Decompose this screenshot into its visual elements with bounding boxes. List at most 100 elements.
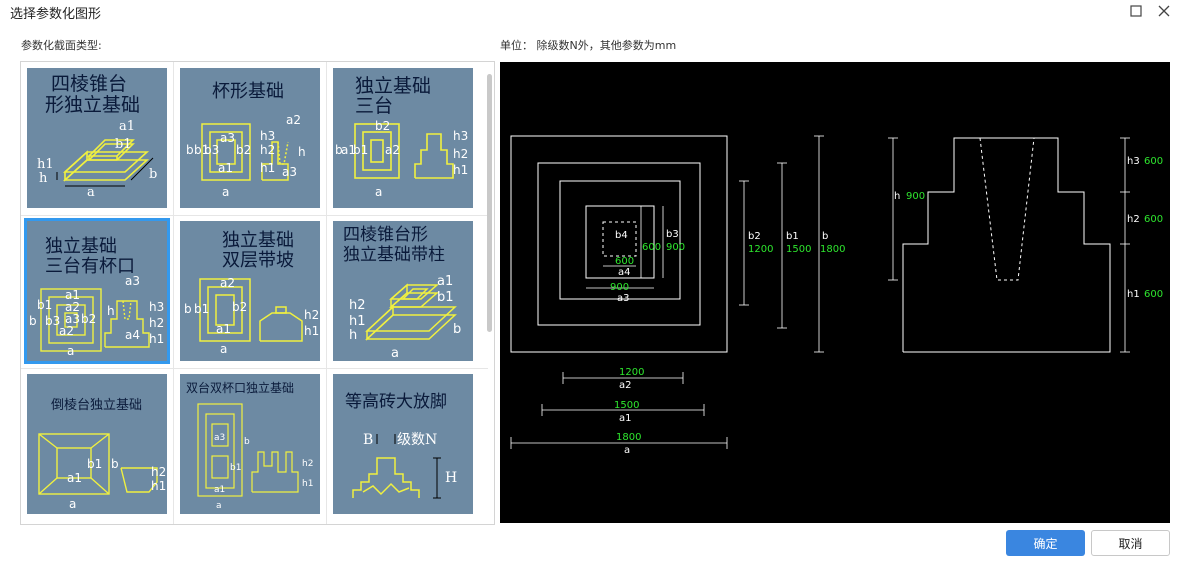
dim-label: a2: [220, 276, 235, 290]
dim-label: h: [39, 171, 48, 186]
dim-label: b1: [87, 457, 102, 471]
dim-label: a1: [437, 274, 453, 289]
dim-label: a2: [286, 113, 301, 127]
dim-label: a1: [65, 288, 80, 302]
pyramid-footing-with-column-diagram: a1 b1 h2 h1 h a b: [349, 274, 461, 361]
cad-drawing: b4 600 b3 900 b2 1200 b1 1500 b 1800 600…: [510, 135, 1163, 456]
dim-label: h1: [453, 163, 468, 177]
dim-label: a2: [385, 143, 400, 157]
tile-title: 独立基础带柱: [343, 245, 445, 265]
dim-label: h2: [349, 298, 366, 313]
dim-label: a1: [67, 471, 82, 485]
tile-pyramid-footing-with-column[interactable]: a1 b1 h2 h1 h a b 四棱锥台形 独立基础带柱: [333, 221, 473, 361]
close-button[interactable]: [1149, 0, 1179, 22]
dim-label: b2: [375, 119, 390, 133]
shape-gallery: a1 b1 h1 h a b 四棱锥台 形独立基础 a2 b3 a3 b2 a1…: [20, 61, 495, 525]
gallery-scrollbar[interactable]: [487, 74, 492, 332]
dim-label: b1: [37, 298, 52, 312]
pyramid-footing-diagram: a1 b1 h1 h a b: [37, 119, 157, 200]
tile-title: 等高砖大放脚: [345, 392, 447, 412]
tile-title: 独立基础: [45, 236, 117, 257]
dim-label: a: [220, 342, 227, 356]
plan-outline-a4: [602, 221, 637, 257]
dim-label: h2: [304, 308, 319, 322]
tile-cup-footing[interactable]: a2 b3 a3 b2 a1 b1 b a h3 h2 h1 h a3 杯形基础: [180, 68, 320, 208]
dim-label: h2: [149, 316, 164, 330]
dim-name-h2: h2: [1127, 214, 1140, 225]
dim-label: b: [184, 302, 192, 316]
dim-label: h1: [302, 479, 313, 489]
maximize-icon: [1130, 5, 1142, 17]
dim-label: a3: [220, 131, 235, 145]
cad-preview: b4 600 b3 900 b2 1200 b1 1500 b 1800 600…: [500, 62, 1170, 523]
dim-value-b1: 1500: [786, 244, 811, 255]
dim-label: h1: [349, 314, 366, 329]
tile-title: 倒棱台独立基础: [51, 398, 143, 413]
dim-name-b4: b4: [615, 230, 628, 241]
dim-label: a3: [214, 433, 225, 443]
grid-divider: [21, 368, 488, 369]
dim-label: a: [69, 497, 76, 511]
tile-three-step-cup-footing[interactable]: a3 a1 a2 b1 a3 b2 b3 b a2 a h3 h2 h1 h a…: [24, 218, 170, 364]
dim-label: b: [244, 437, 250, 447]
dim-label: a1: [216, 322, 231, 336]
section-types-label: 参数化截面类型:: [21, 39, 102, 52]
dim-name-h: h: [894, 191, 900, 202]
tile-double-slope-footing[interactable]: a2 b2 b1 a1 b a h2 h1 独立基础 双层带坡: [180, 221, 320, 361]
dim-label: b1: [230, 463, 241, 473]
double-cup-footing-diagram: a3 a1 b1 b a h2 h1: [197, 403, 313, 511]
dim-value-b3: 900: [666, 242, 685, 253]
dim-label: b: [149, 167, 157, 182]
tile-pyramid-footing[interactable]: a1 b1 h1 h a b 四棱锥台 形独立基础: [27, 68, 167, 208]
dim-label: h2: [151, 465, 166, 479]
dim-name-a2: a2: [619, 380, 632, 391]
dim-value-b4: 600: [642, 242, 661, 253]
dim-value-a4: 600: [615, 256, 634, 267]
dim-label: b1: [194, 143, 209, 157]
three-step-cup-footing-diagram: a3 a1 a2 b1 a3 b2 b3 b a2 a h3 h2 h1 h a…: [29, 274, 164, 358]
window-title: 选择参数化图形: [10, 7, 102, 22]
tile-title: 形独立基础: [45, 94, 141, 116]
dim-label: b2: [81, 312, 96, 326]
dim-value-a2: 1200: [619, 367, 644, 378]
dim-label: h1: [260, 161, 275, 175]
maximize-button[interactable]: [1121, 0, 1151, 22]
tile-title: 杯形基础: [212, 81, 284, 102]
dim-label: b1: [353, 143, 368, 157]
dim-name-b2: b2: [748, 231, 761, 242]
dim-label: a1: [218, 161, 233, 175]
dim-label: h1: [151, 479, 166, 493]
title-bar: 选择参数化图形: [0, 0, 1184, 24]
three-step-footing-diagram: b2 a1 b1 a2 a b h3 h2 h1: [335, 119, 468, 199]
dim-label: a1: [341, 143, 356, 157]
dim-label: a2: [59, 324, 74, 338]
double-slope-footing-diagram: a2 b2 b1 a1 b a h2 h1: [184, 276, 319, 356]
dim-label: h2: [453, 147, 468, 161]
tile-double-cup-footing[interactable]: a3 a1 b1 b a h2 h1 双台双杯口独立基础: [180, 374, 320, 514]
cancel-button[interactable]: 取消: [1091, 530, 1170, 556]
dim-value-a3: 900: [610, 282, 629, 293]
dim-label: B: [363, 432, 373, 448]
dim-value-a1: 1500: [614, 400, 639, 411]
dim-label: b3: [45, 314, 60, 328]
tile-three-step-footing[interactable]: b2 a1 b1 a2 a b h3 h2 h1 独立基础 三台: [333, 68, 473, 208]
dim-label: b1: [194, 302, 209, 316]
dim-name-a1: a1: [619, 413, 632, 424]
tile-brick-footing[interactable]: B 级数N H 等高砖大放脚: [333, 374, 473, 514]
dim-label: h: [349, 328, 357, 343]
dim-label: b: [111, 457, 119, 471]
dim-label: a2: [65, 300, 80, 314]
grid-divider: [173, 62, 174, 524]
dim-label: h1: [149, 332, 164, 346]
dim-label: h1: [37, 157, 54, 172]
tile-inverted-frustum-footing[interactable]: a1 b1 b a h2 h1 倒棱台独立基础: [27, 374, 167, 514]
dim-label: a1: [119, 119, 135, 134]
dim-label: a3: [282, 165, 297, 179]
inverted-frustum-footing-diagram: a1 b1 b a h2 h1: [38, 433, 166, 511]
dim-value-h2: 600: [1144, 214, 1163, 225]
dim-label: 级数N: [397, 432, 437, 448]
dim-value-b2: 1200: [748, 244, 773, 255]
confirm-button[interactable]: 确定: [1006, 530, 1085, 556]
dim-label: h: [298, 145, 306, 159]
dim-label: b1: [115, 137, 132, 152]
